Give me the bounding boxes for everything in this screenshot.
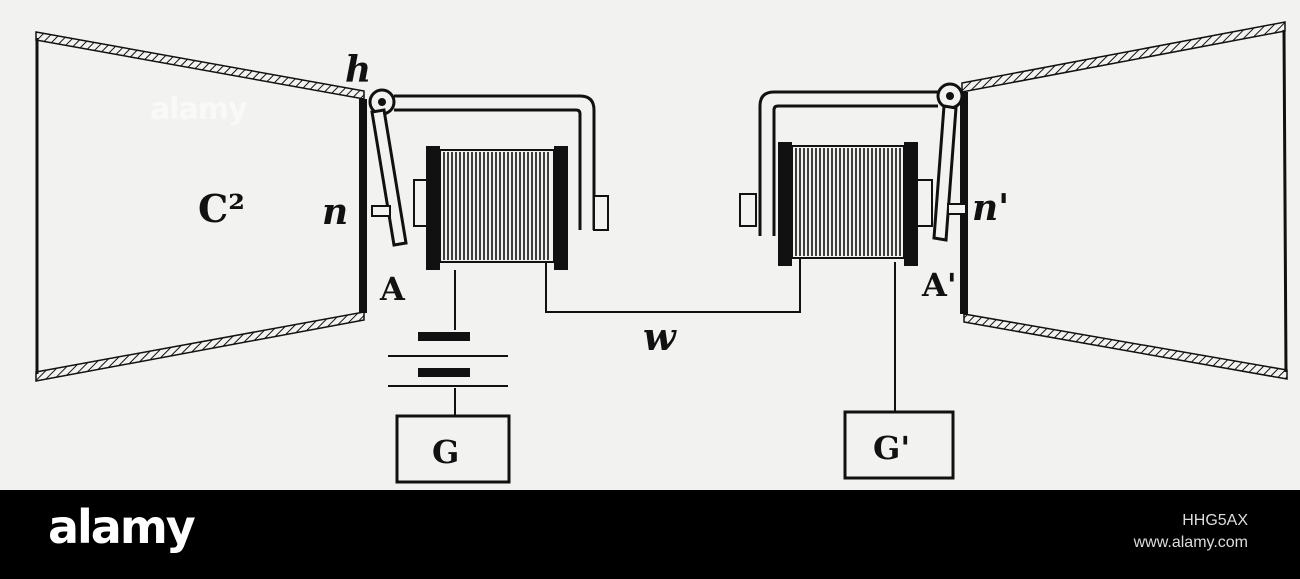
left-coil-flange-left	[426, 146, 440, 270]
label-w: w	[643, 314, 677, 359]
site-url: www.alamy.com	[1133, 534, 1248, 551]
left-armature	[370, 108, 408, 247]
left-cone-bottom-wall	[35, 311, 365, 382]
image-id: HHG5AX	[1182, 512, 1248, 529]
right-magnet-assembly	[739, 82, 967, 266]
right-cone-back-edge	[1282, 29, 1288, 373]
right-nub	[947, 203, 967, 215]
ground-box-g1	[843, 410, 955, 480]
left-magnet-assembly	[368, 88, 609, 270]
label-c2: C²	[198, 186, 245, 231]
ground-box-g	[395, 414, 511, 484]
line-wire-w	[545, 258, 801, 313]
left-bracket	[394, 94, 596, 230]
left-diaphragm	[359, 99, 367, 313]
label-g: G	[432, 433, 459, 471]
footer-bar: alamy HHG5AX www.alamy.com	[0, 490, 1300, 579]
watermark-logo: alamy	[150, 92, 248, 127]
right-armature	[932, 104, 958, 242]
footer-logo: alamy	[48, 500, 196, 554]
telephone-circuit-diagram: h C² n A w n' A' G G'	[35, 21, 1288, 484]
right-coil-flange-right	[904, 142, 918, 266]
label-a1: A'	[921, 266, 957, 304]
label-g1: G'	[873, 429, 910, 467]
right-cone-bottom-wall	[963, 313, 1288, 380]
label-h: h	[345, 49, 371, 91]
wires	[454, 258, 896, 416]
left-coil-flange-right	[554, 146, 568, 270]
right-bracket	[758, 90, 938, 236]
footer-info: HHG5AX www.alamy.com	[1134, 510, 1248, 554]
battery	[388, 332, 508, 387]
right-cone-top-wall	[961, 21, 1286, 93]
left-coil	[439, 149, 555, 263]
label-a: A	[379, 270, 406, 308]
label-n1: n'	[972, 187, 1009, 229]
right-coil-flange-left	[778, 142, 792, 266]
right-coil-winding	[795, 148, 901, 256]
left-nub	[371, 205, 391, 217]
label-n: n	[322, 191, 348, 233]
left-coil-winding	[443, 152, 549, 260]
left-cone	[35, 31, 367, 382]
left-cone-top-wall	[35, 31, 365, 100]
